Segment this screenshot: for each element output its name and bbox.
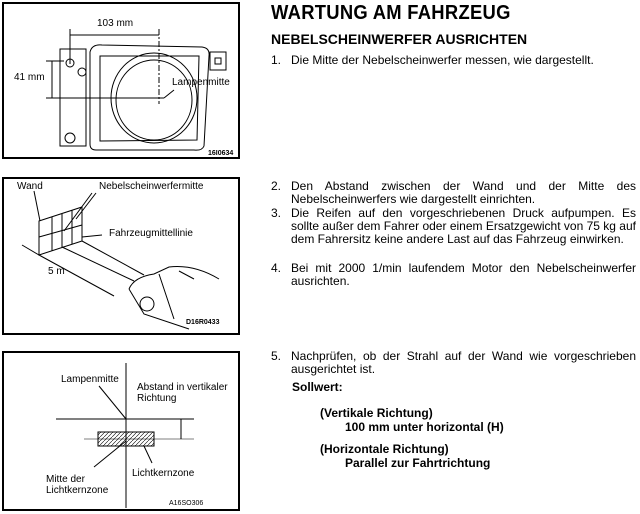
step-item: 3.Die Reifen auf den vorgeschriebenen Dr… (271, 206, 636, 246)
fog-lamp-drawing (46, 29, 227, 151)
spec-horizontal-title: (Horizontale Richtung) (320, 442, 449, 456)
core-center-label: Mitte der Lichtkernzone (46, 474, 109, 496)
step-item: 2.Den Abstand zwischen der Wand und der … (271, 179, 636, 206)
vertical-distance-label: Abstand in vertikaler Richtung (137, 382, 228, 404)
spec-vertical-title: (Vertikale Richtung) (320, 406, 433, 420)
figure-beam-check: Lampenmitte Abstand in vertikaler Richtu… (2, 351, 240, 511)
figure-wall-distance: Wand Nebelscheinwerfermitte Fahrzeugmitt… (2, 177, 240, 335)
wall-distance-drawing (21, 190, 220, 330)
figure-fog-lamp-center: 103 mm 41 mm Lampenmitte 16I0634 (2, 2, 240, 159)
lamp-center-label: Lampenmitte (61, 374, 119, 385)
lamp-center-label: Lampenmitte (172, 77, 230, 88)
spec-vertical-value: 100 mm unter horizontal (H) (345, 420, 504, 434)
step-item: 5.Nachprüfen, ob der Strahl auf der Wand… (271, 349, 636, 376)
section-title: NEBELSCHEINWERFER AUSRICHTEN (271, 31, 528, 47)
page-title: WARTUNG AM FAHRZEUG (271, 2, 511, 24)
spec-horizontal-value: Parallel zur Fahrtrichtung (345, 456, 491, 470)
fog-center-label: Nebelscheinwerfermitte (99, 181, 204, 192)
figure-code: D16R0433 (186, 319, 220, 326)
spec-label: Sollwert: (292, 380, 343, 394)
wall-label: Wand (17, 181, 43, 192)
beam-check-drawing (56, 363, 194, 508)
height-dimension-label: 41 mm (14, 72, 45, 83)
step-item: 4.Bei mit 2000 1/min laufendem Motor den… (271, 261, 636, 288)
light-core-label: Lichtkernzone (132, 468, 195, 479)
figure-code: 16I0634 (208, 150, 234, 157)
step-item: 1.Die Mitte der Nebelscheinwerfer messen… (271, 53, 594, 67)
distance-label: 5 m (48, 266, 65, 277)
width-dimension-label: 103 mm (97, 18, 134, 29)
figure-code: A16SO306 (169, 500, 204, 507)
vehicle-centerline-label: Fahrzeugmittellinie (109, 228, 193, 239)
